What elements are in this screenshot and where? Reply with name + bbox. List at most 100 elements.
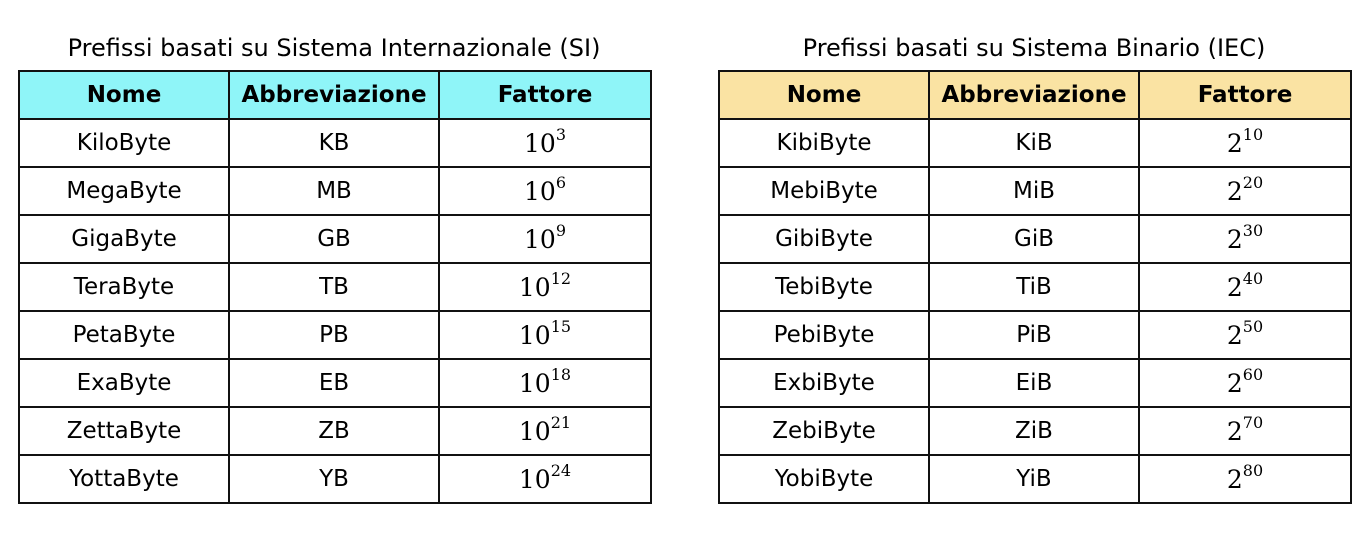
prefix-factor-cell: 280 bbox=[1138, 454, 1352, 504]
prefix-name-cell: ZettaByte bbox=[18, 406, 230, 456]
factor-base: 10 bbox=[518, 416, 551, 446]
factor-exponent: 15 bbox=[550, 317, 572, 337]
prefix-factor-cell: 1021 bbox=[438, 406, 652, 456]
factor-exponent: 18 bbox=[550, 365, 572, 385]
factor-exponent: 50 bbox=[1242, 317, 1264, 337]
factor-base: 10 bbox=[518, 272, 551, 302]
prefix-abbreviation-cell: YiB bbox=[928, 454, 1140, 504]
factor-exponent: 30 bbox=[1242, 221, 1264, 241]
factor-exponent: 70 bbox=[1242, 413, 1264, 433]
prefix-factor-cell: 260 bbox=[1138, 358, 1352, 408]
factor-exponent: 3 bbox=[555, 125, 566, 145]
prefix-abbreviation-cell: ZB bbox=[228, 406, 440, 456]
prefix-name-cell: TebiByte bbox=[718, 262, 930, 312]
factor-base: 10 bbox=[524, 224, 556, 254]
factor-exponent: 21 bbox=[550, 413, 572, 433]
prefix-abbreviation-cell: GiB bbox=[928, 214, 1140, 264]
prefix-abbreviation-cell: MiB bbox=[928, 166, 1140, 216]
prefix-abbreviation-cell: PB bbox=[228, 310, 440, 360]
column-header-abbreviazione: Abbreviazione bbox=[928, 70, 1140, 120]
factor-base: 10 bbox=[518, 368, 551, 398]
prefix-name-cell: TeraByte bbox=[18, 262, 230, 312]
column-header-abbreviazione: Abbreviazione bbox=[228, 70, 440, 120]
factor-base: 2 bbox=[1226, 464, 1243, 494]
factor-base: 10 bbox=[518, 464, 551, 494]
prefix-factor-cell: 1024 bbox=[438, 454, 652, 504]
prefix-factor-cell: 103 bbox=[438, 118, 652, 168]
table-header-row: Nome Abbreviazione Fattore bbox=[18, 70, 652, 120]
prefix-name-cell: KibiByte bbox=[718, 118, 930, 168]
prefix-abbreviation-cell: EiB bbox=[928, 358, 1140, 408]
prefix-name-cell: ExaByte bbox=[18, 358, 230, 408]
prefix-name-cell: MebiByte bbox=[718, 166, 930, 216]
prefix-abbreviation-cell: ZiB bbox=[928, 406, 1140, 456]
factor-base: 2 bbox=[1226, 224, 1243, 254]
factor-exponent: 20 bbox=[1242, 173, 1264, 193]
prefix-name-cell: ZebiByte bbox=[718, 406, 930, 456]
prefix-factor-cell: 250 bbox=[1138, 310, 1352, 360]
prefix-abbreviation-cell: KB bbox=[228, 118, 440, 168]
prefix-name-cell: PetaByte bbox=[18, 310, 230, 360]
prefix-factor-cell: 230 bbox=[1138, 214, 1352, 264]
column-header-fattore: Fattore bbox=[438, 70, 652, 120]
column-header-fattore: Fattore bbox=[1138, 70, 1352, 120]
factor-exponent: 40 bbox=[1242, 269, 1264, 289]
iec-prefix-panel: Prefissi basati su Sistema Binario (IEC)… bbox=[718, 30, 1352, 504]
prefix-name-cell: KiloByte bbox=[18, 118, 230, 168]
prefix-abbreviation-cell: EB bbox=[228, 358, 440, 408]
factor-base: 10 bbox=[524, 176, 556, 206]
prefix-factor-cell: 1012 bbox=[438, 262, 652, 312]
prefix-abbreviation-cell: GB bbox=[228, 214, 440, 264]
prefix-abbreviation-cell: PiB bbox=[928, 310, 1140, 360]
column-header-nome: Nome bbox=[18, 70, 230, 120]
prefix-abbreviation-cell: TB bbox=[228, 262, 440, 312]
column-header-nome: Nome bbox=[718, 70, 930, 120]
prefix-abbreviation-cell: TiB bbox=[928, 262, 1140, 312]
factor-base: 2 bbox=[1226, 128, 1243, 158]
factor-exponent: 10 bbox=[1242, 125, 1264, 145]
prefix-factor-cell: 106 bbox=[438, 166, 652, 216]
prefix-name-cell: MegaByte bbox=[18, 166, 230, 216]
factor-base: 2 bbox=[1226, 176, 1243, 206]
iec-table-title: Prefissi basati su Sistema Binario (IEC) bbox=[802, 34, 1266, 62]
prefix-abbreviation-cell: YB bbox=[228, 454, 440, 504]
prefix-name-cell: GigaByte bbox=[18, 214, 230, 264]
factor-exponent: 24 bbox=[550, 461, 572, 481]
table-header-row: Nome Abbreviazione Fattore bbox=[718, 70, 1352, 120]
factor-exponent: 12 bbox=[550, 269, 572, 289]
factor-base: 2 bbox=[1226, 320, 1243, 350]
factor-base: 2 bbox=[1226, 272, 1243, 302]
prefix-factor-cell: 109 bbox=[438, 214, 652, 264]
prefix-name-cell: YobiByte bbox=[718, 454, 930, 504]
factor-exponent: 60 bbox=[1242, 365, 1264, 385]
prefix-name-cell: YottaByte bbox=[18, 454, 230, 504]
prefix-abbreviation-cell: MB bbox=[228, 166, 440, 216]
factor-base: 2 bbox=[1226, 416, 1243, 446]
prefix-factor-cell: 270 bbox=[1138, 406, 1352, 456]
factor-base: 10 bbox=[524, 128, 556, 158]
si-table-title: Prefissi basati su Sistema Internazional… bbox=[67, 34, 601, 62]
factor-exponent: 80 bbox=[1242, 461, 1264, 481]
prefix-factor-cell: 1015 bbox=[438, 310, 652, 360]
prefix-factor-cell: 220 bbox=[1138, 166, 1352, 216]
prefix-factor-cell: 210 bbox=[1138, 118, 1352, 168]
prefix-name-cell: GibiByte bbox=[718, 214, 930, 264]
prefix-name-cell: ExbiByte bbox=[718, 358, 930, 408]
